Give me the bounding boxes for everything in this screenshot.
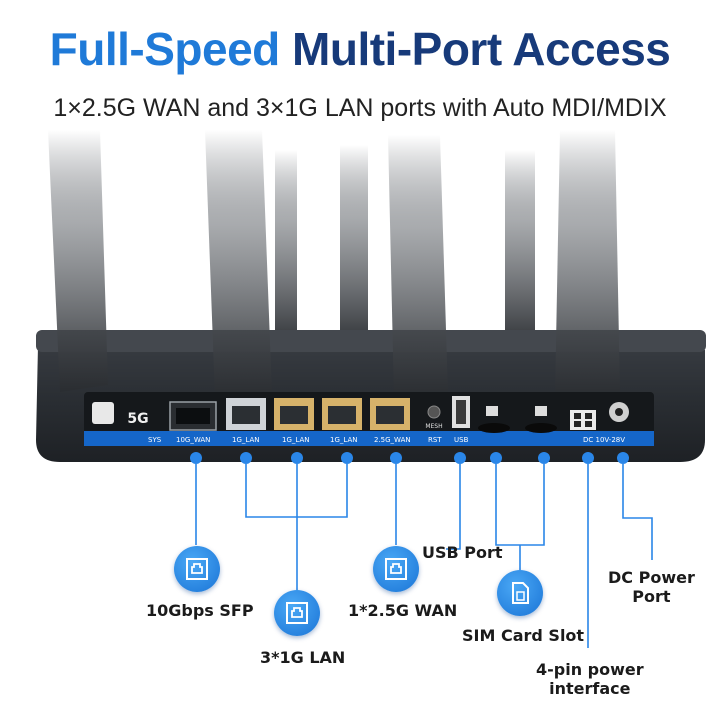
sfp-port[interactable] — [169, 401, 217, 431]
dc-jack[interactable] — [609, 402, 629, 422]
label-strip — [84, 431, 654, 446]
connector-lines — [195, 464, 653, 648]
label-sys: SYS — [148, 436, 162, 444]
sfp-label: 10Gbps SFP — [146, 601, 254, 620]
antenna-back-left — [275, 150, 297, 350]
wan-port[interactable] — [370, 398, 410, 430]
label-usb: USB — [454, 436, 469, 444]
antenna-front-2 — [205, 130, 272, 398]
dc-label: DC Power Port — [608, 568, 695, 606]
antenna-front-3 — [388, 135, 448, 398]
page-title: Full-Speed Multi-Port Access — [0, 22, 720, 76]
sim-callout-icon — [497, 570, 543, 616]
lan-port-3[interactable] — [322, 398, 362, 430]
ethernet-port-icon — [286, 602, 308, 624]
title-part-2: Multi-Port Access — [292, 23, 671, 75]
lan-port-2[interactable] — [274, 398, 314, 430]
page-subtitle: 1×2.5G WAN and 3×1G LAN ports with Auto … — [53, 94, 667, 122]
sim-slot-2[interactable] — [525, 406, 557, 433]
lan-label: 3*1G LAN — [260, 648, 346, 667]
dc-label-line1: DC Power — [608, 568, 695, 587]
label-dc: DC 10V-28V — [583, 436, 625, 444]
label-1g-lan-3: 1G_LAN — [330, 436, 357, 444]
mesh-label: MESH — [425, 423, 442, 430]
ethernet-port-icon — [186, 558, 208, 580]
usb-label: USB Port — [422, 543, 503, 562]
antenna-back-mid — [340, 145, 368, 350]
pin-label-line1: 4-pin power — [536, 660, 644, 679]
badge-5g: 5G — [127, 411, 148, 427]
antenna-front-1 — [48, 130, 108, 392]
sfp-callout-icon — [174, 546, 220, 592]
pin-label: 4-pin power interface — [536, 660, 644, 698]
label-10g-wan: 10G_WAN — [176, 436, 210, 444]
lan-callout-icon — [274, 590, 320, 636]
four-pin-port[interactable] — [570, 410, 596, 430]
usb-port[interactable] — [452, 396, 470, 428]
ethernet-port-icon — [385, 558, 407, 580]
label-2-5g-wan: 2.5G_WAN — [374, 436, 411, 444]
antenna-front-4 — [555, 130, 620, 398]
reset-button[interactable] — [427, 405, 441, 419]
wan-callout-icon — [373, 546, 419, 592]
wan-label: 1*2.5G WAN — [348, 601, 458, 620]
indicator-dots — [190, 452, 629, 464]
sim-card-icon — [512, 582, 529, 604]
dc-label-line2: Port — [632, 587, 671, 606]
lan-port-1[interactable] — [226, 398, 266, 430]
label-1g-lan-2: 1G_LAN — [282, 436, 309, 444]
label-rst: RST — [428, 436, 442, 444]
label-1g-lan-1: 1G_LAN — [232, 436, 259, 444]
antenna-back-right — [505, 150, 535, 350]
sim-label: SIM Card Slot — [462, 626, 585, 645]
sim-slot-1[interactable] — [478, 406, 510, 433]
title-part-1: Full-Speed — [49, 23, 281, 75]
pin-label-line2: interface — [549, 679, 631, 698]
